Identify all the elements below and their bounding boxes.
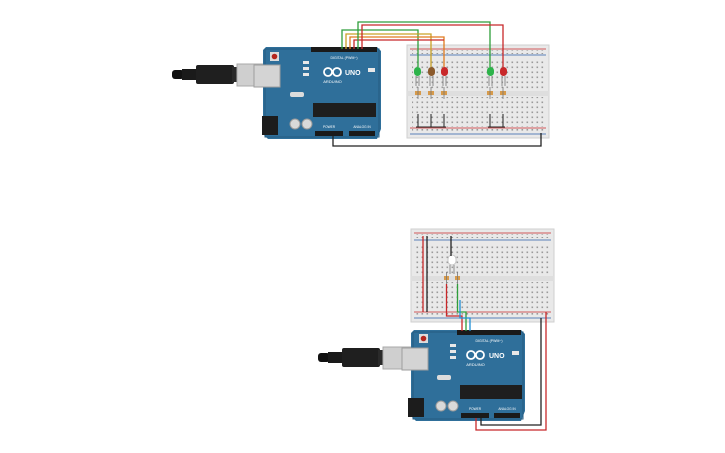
analog-header-2 [494,413,520,418]
breadboard-wires-2 [422,236,452,312]
signal-wires-1 [332,21,542,147]
ground-jumpers-1 [416,114,505,128]
breadboard-2[interactable] [410,228,555,323]
microcontroller-chip-2 [460,385,522,399]
power-jack-1 [262,116,278,135]
usb-port-1 [253,64,281,88]
arduino-logo-2: ARDUINO [466,350,485,367]
arduino-board-1[interactable]: DIGITAL (PWM~) ARDUINO UNO POWER ANALOG … [253,47,381,139]
digital-header-label-1: DIGITAL (PWM~) [330,56,357,60]
capacitor-2 [435,400,447,412]
microcontroller-chip-1 [313,103,376,117]
board-brand-1: ARDUINO [323,79,341,84]
led-4[interactable] [487,67,494,86]
power-header-1 [315,131,343,136]
digital-header-2 [457,330,521,335]
analog-header-1 [349,131,375,136]
reset-button-2[interactable] [420,335,427,342]
board-brand-2: ARDUINO [466,362,484,367]
power-jack-2 [408,398,424,417]
led-2[interactable] [428,67,435,86]
power-header-label-1: POWER [323,125,336,129]
resistors-2[interactable] [444,272,460,284]
power-header-label-2: POWER [469,407,482,411]
led-1[interactable] [414,67,421,86]
analog-header-label-2: ANALOG IN [498,407,516,411]
resistors-1[interactable] [415,87,506,99]
board-wires-2 [445,284,547,431]
circuit-1: DIGITAL (PWM~) ARDUINO UNO POWER ANALOG … [172,21,550,147]
power-header-2 [461,413,489,418]
capacitor-1 [289,118,301,130]
digital-header-1 [311,47,377,52]
usb-cable-2 [318,346,414,370]
digital-header-label-2: DIGITAL (PWM~) [475,339,502,343]
usb-port-2 [401,347,429,371]
analog-header-label-1: ANALOG IN [353,125,371,129]
led-3[interactable] [441,67,448,86]
led-white-2[interactable] [447,254,457,274]
arduino-logo-1: ARDUINO [323,67,342,84]
reset-button-1[interactable] [271,53,278,60]
usb-cable-1 [172,63,268,87]
arduino-board-2[interactable]: DIGITAL (PWM~) ARDUINO UNO POWER ANALOG … [401,330,525,421]
led-5[interactable] [500,67,507,86]
board-model-2: UNO [489,353,505,360]
circuit-2: DIGITAL (PWM~) ARDUINO UNO POWER ANALOG … [318,228,555,431]
board-model-1: UNO [345,70,361,77]
